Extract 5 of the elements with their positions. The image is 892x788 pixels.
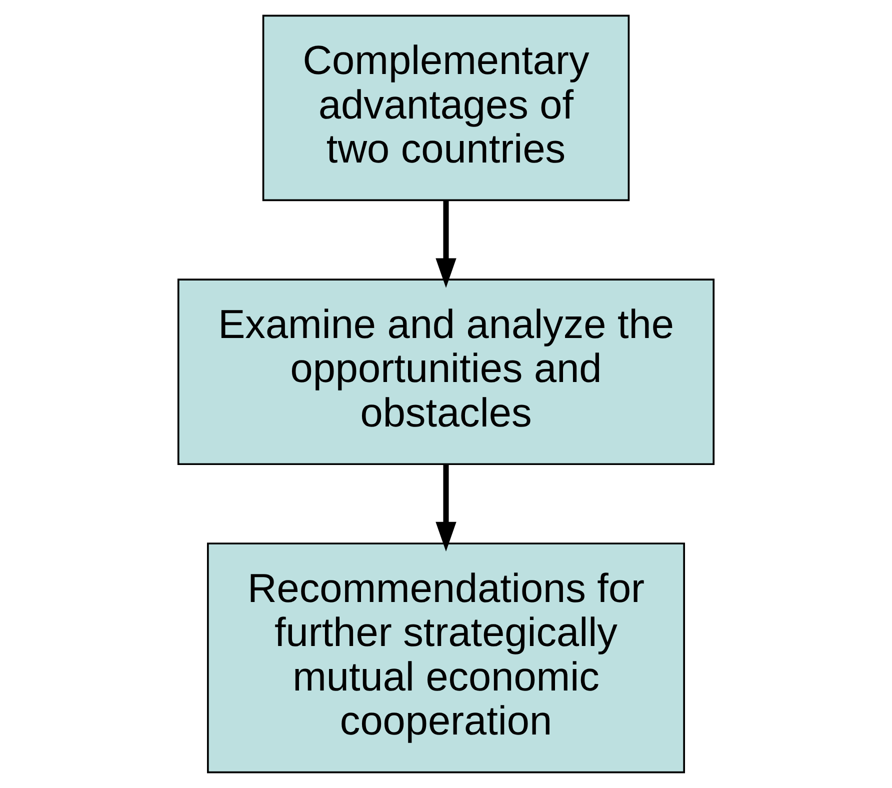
arrow [436,200,456,288]
arrow [436,464,456,552]
node-box: Recommendations for further strategically mutual economic cooperation [207,542,685,774]
node-box: Complementary advantages of two countries [262,14,630,202]
node-box: Examine and analyze the opportunities and obstacles [177,278,715,466]
